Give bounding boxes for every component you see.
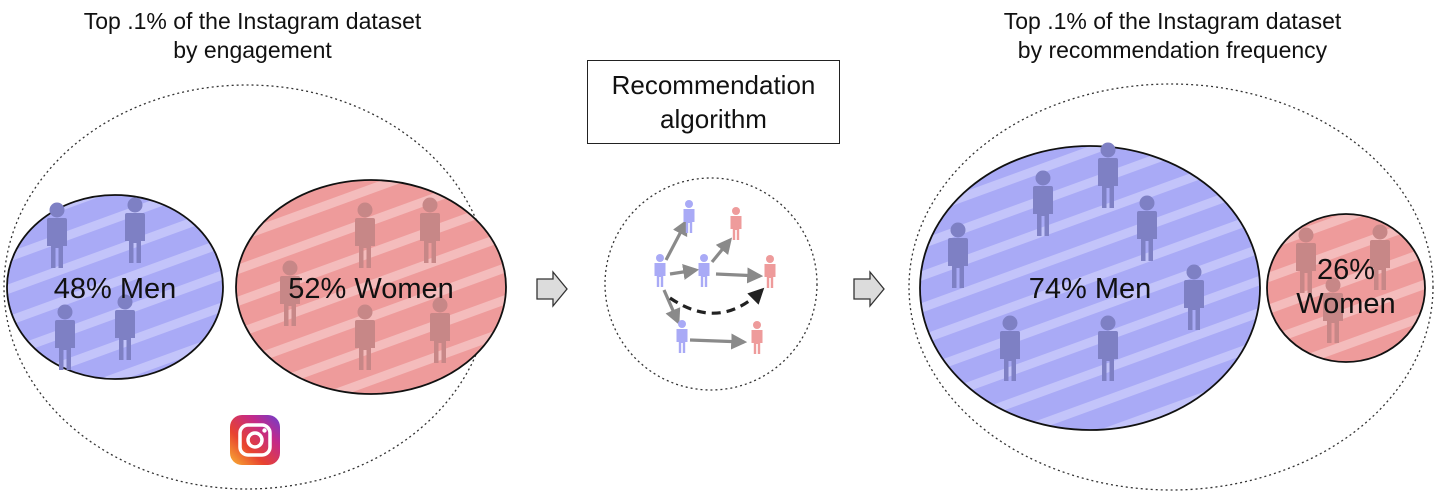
arrow-algorithm-to-right-icon <box>853 270 885 308</box>
network-boundary <box>604 177 818 391</box>
left-women-percentage: 52% Women <box>288 273 454 305</box>
right-caption-line1: Top .1% of the Instagram dataset <box>1003 8 1342 34</box>
right-men-group <box>919 142 1261 431</box>
instagram-logo-icon <box>230 415 280 465</box>
left-panel-caption: Top .1% of the Instagram dataset by enga… <box>20 7 485 65</box>
recommendation-algorithm-box: Recommendation algorithm <box>587 60 840 144</box>
left-women-group <box>235 179 507 395</box>
algo-label-line1: Recommendation <box>611 70 816 100</box>
right-men-percentage: 74% Men <box>1028 273 1152 305</box>
left-caption-line1: Top .1% of the Instagram dataset <box>83 8 422 34</box>
right-women-pct-line1: 26% <box>1316 254 1376 286</box>
left-men-group <box>6 194 224 380</box>
network-edges <box>662 219 764 350</box>
right-women-percentage: 26% Women <box>1286 253 1406 321</box>
right-women-pct-line2: Women <box>1296 288 1396 320</box>
right-caption-line2: by recommendation frequency <box>1017 37 1328 63</box>
left-caption-line2: by engagement <box>173 37 332 63</box>
network-recommendation-edge <box>669 287 765 315</box>
right-women-group <box>1266 213 1426 363</box>
algo-label-line2: algorithm <box>660 104 767 134</box>
right-dataset-boundary <box>908 83 1434 491</box>
right-panel-caption: Top .1% of the Instagram dataset by reco… <box>940 7 1405 65</box>
left-men-percentage: 48% Men <box>53 273 177 305</box>
arrow-left-to-algorithm-icon <box>536 270 568 308</box>
